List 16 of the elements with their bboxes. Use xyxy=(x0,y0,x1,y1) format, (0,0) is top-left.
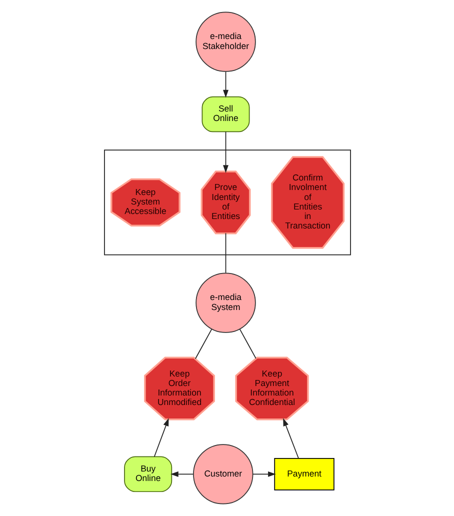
arrow xyxy=(153,418,168,458)
node-box: Buy Online xyxy=(124,456,172,492)
arrow xyxy=(222,71,228,98)
connector xyxy=(224,232,226,274)
node-circle: Customer xyxy=(192,444,253,504)
arrow xyxy=(222,131,228,173)
node-circle: e-media System xyxy=(195,272,256,333)
node-circle: e-media Stakeholder xyxy=(195,12,256,72)
connector xyxy=(238,328,256,359)
arrow xyxy=(282,418,298,459)
connector xyxy=(194,328,212,360)
arrow xyxy=(170,471,194,477)
node-box: Sell Online xyxy=(201,96,250,132)
cluster xyxy=(104,150,350,256)
arrow xyxy=(252,471,276,477)
node-box: Payment xyxy=(274,458,334,490)
